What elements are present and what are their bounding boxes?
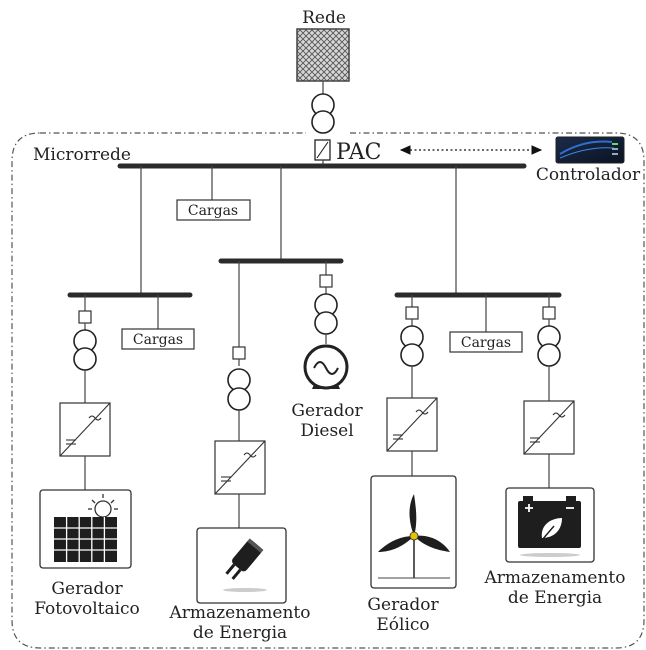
- grid-label: Rede: [302, 8, 346, 28]
- load-box-right: [449, 331, 523, 353]
- microgrid-label: Microrrede: [33, 145, 131, 165]
- storage1-converter-icon: [214, 440, 266, 495]
- diesel-label-line1: Gerador: [291, 401, 363, 421]
- capacitor-icon: [196, 527, 287, 604]
- load-label-right: Cargas: [461, 335, 511, 351]
- storage1-label-line2: de Energia: [193, 623, 287, 643]
- diesel-label-line2: Diesel: [300, 421, 353, 441]
- wind-transformer-icon: [400, 325, 424, 367]
- pv-label-line1: Gerador: [51, 579, 123, 599]
- wind-label-line2: Eólico: [376, 615, 429, 635]
- wind-converter-icon: [386, 397, 438, 452]
- wind-turbine-icon: [370, 475, 457, 589]
- pv-breaker-icon[interactable]: [78, 310, 92, 324]
- pv-transformer-icon: [73, 329, 97, 371]
- pv-label-line2: Fotovoltaico: [34, 599, 140, 619]
- grid-mesh-icon: [296, 28, 350, 82]
- load-label-left: Cargas: [133, 332, 183, 348]
- storage1-transformer-icon: [227, 368, 251, 411]
- ac-generator-icon: [303, 344, 349, 390]
- transformer-icon: [311, 93, 335, 134]
- load-box-top: [176, 199, 251, 221]
- pv-converter-icon: [59, 402, 111, 457]
- wind-label-line1: Gerador: [367, 595, 439, 615]
- controller-label: Controlador: [536, 165, 641, 185]
- storage2-breaker-icon[interactable]: [542, 306, 556, 320]
- battery-icon: [505, 487, 595, 563]
- load-box-left: [121, 328, 195, 350]
- diesel-transformer-icon: [314, 293, 338, 335]
- storage2-label-line2: de Energia: [508, 588, 602, 608]
- storage1-label-line1: Armazenamento: [169, 603, 311, 623]
- wind-breaker-icon[interactable]: [405, 306, 419, 320]
- storage1-breaker-icon[interactable]: [232, 346, 246, 360]
- storage2-label-line1: Armazenamento: [484, 568, 626, 588]
- pcc-label: PAC: [336, 140, 382, 165]
- storage2-converter-icon: [523, 400, 575, 455]
- solar-panel-icon: [39, 489, 132, 569]
- storage2-transformer-icon: [537, 325, 561, 367]
- controller-device-icon[interactable]: [555, 136, 625, 164]
- load-label-top: Cargas: [188, 203, 238, 219]
- microgrid-boundary: [11, 132, 645, 649]
- diesel-breaker-icon[interactable]: [319, 274, 333, 288]
